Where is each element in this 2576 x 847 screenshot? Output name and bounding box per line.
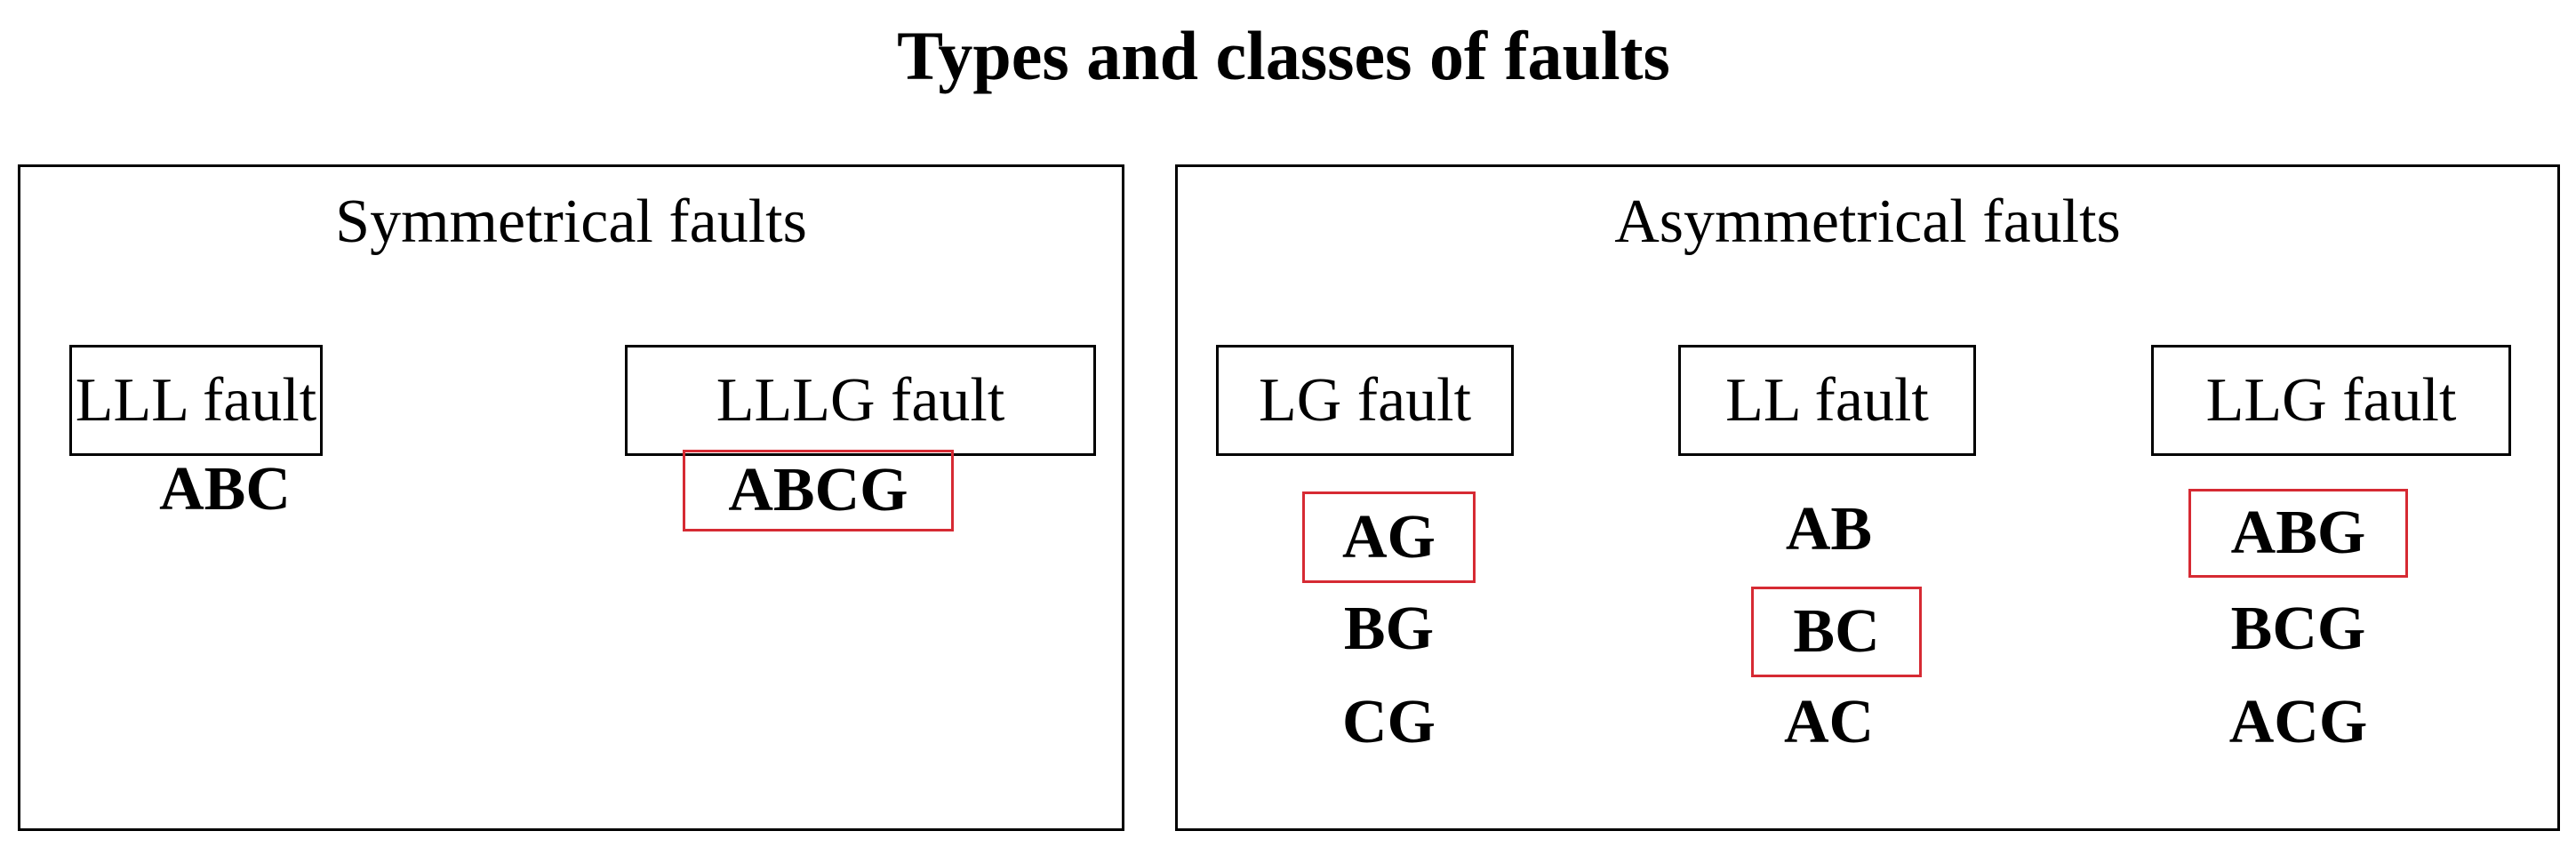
fault-item-ag: AG <box>1302 491 1476 583</box>
diagram-title: Types and classes of faults <box>897 17 1670 94</box>
lll-fault-box: LLL fault <box>69 345 323 456</box>
fault-item-bg: BG <box>1343 595 1435 663</box>
fault-item-acg: ACG <box>2228 688 2368 756</box>
lg-fault-box: LG fault <box>1216 345 1514 456</box>
fault-item-abcg: ABCG <box>683 450 954 531</box>
asymmetrical-faults-title: Asymmetrical faults <box>1614 188 2121 256</box>
fault-item-abc: ABC <box>159 455 291 523</box>
fault-item-ac: AC <box>1783 688 1875 756</box>
symmetrical-faults-panel: Symmetrical faults LLL fault LLLG fault … <box>18 164 1124 831</box>
symmetrical-faults-title: Symmetrical faults <box>335 188 807 256</box>
lllg-fault-box: LLLG fault <box>625 345 1096 456</box>
fault-item-bcg: BCG <box>2230 595 2366 663</box>
fault-item-abg: ABG <box>2188 489 2408 578</box>
fault-item-bc: BC <box>1751 587 1922 677</box>
fault-item-cg: CG <box>1342 688 1436 756</box>
ll-fault-box: LL fault <box>1678 345 1976 456</box>
llg-fault-box: LLG fault <box>2151 345 2511 456</box>
fault-item-ab: AB <box>1785 495 1873 563</box>
asymmetrical-faults-panel: Asymmetrical faults LG fault LL fault LL… <box>1175 164 2560 831</box>
